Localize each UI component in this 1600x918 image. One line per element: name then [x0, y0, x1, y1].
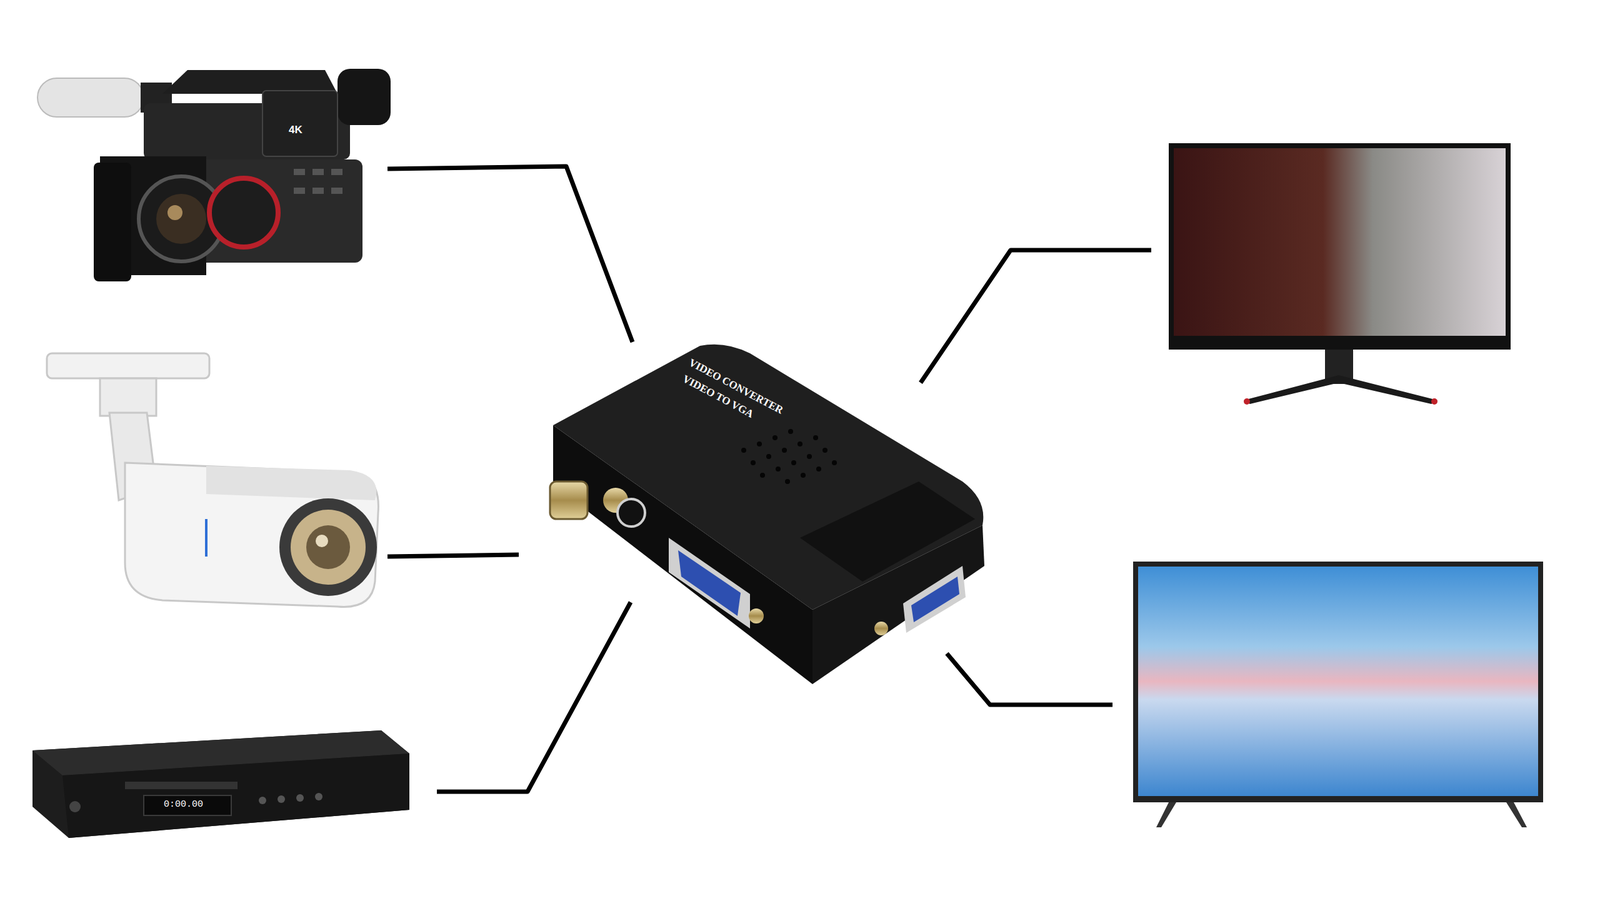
cctv-camera — [46, 353, 379, 607]
leader-line — [387, 166, 1152, 792]
display-readout: 0:00.00 — [163, 798, 204, 810]
television — [1133, 561, 1544, 827]
converter-label-area: VIDEO CONVERTERVIDEO TO VGA — [692, 356, 855, 432]
camcorder — [37, 68, 391, 282]
screen-badge: 4K — [288, 123, 303, 137]
media-player — [32, 730, 410, 838]
converter-box — [550, 344, 985, 684]
monitor — [1168, 143, 1511, 405]
